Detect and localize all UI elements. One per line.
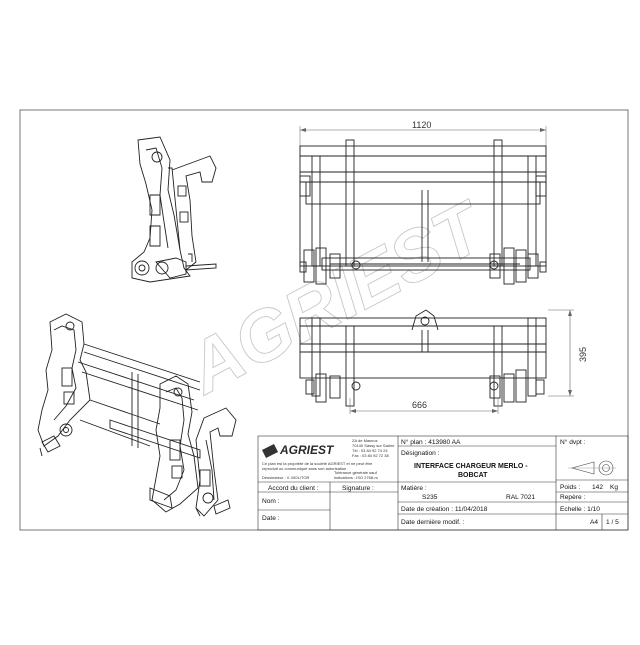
designation-line-2: BOBCAT	[458, 472, 488, 479]
repere-label: Repère :	[560, 494, 585, 501]
address-line-3: Tél : 03 84 92 74 24	[352, 448, 388, 453]
logo-mark-icon	[262, 444, 278, 458]
plan-number: N° plan : 413980 AA	[401, 438, 461, 446]
scale: Echelle : 1/10	[560, 506, 600, 513]
designation-line-1: INTERFACE CHARGEUR MERLO -	[414, 463, 528, 470]
tolerance-line-1: Tolérance générale sauf	[334, 470, 378, 475]
address-line-1: ZA de Masnoz	[352, 438, 378, 443]
top-view	[299, 126, 547, 285]
sheet-number: 1 / 5	[606, 519, 619, 526]
client-signature-label: Signature :	[342, 485, 374, 492]
last-modified: Date dernière modif. :	[401, 519, 465, 526]
client-name-label: Nom :	[262, 498, 280, 505]
format: A4	[590, 519, 598, 526]
address-line-4: Fax : 03 84 92 72 38	[352, 453, 389, 458]
material-label: Matière :	[401, 485, 427, 492]
color-value: RAL 7021	[506, 494, 535, 501]
side-view	[131, 136, 217, 283]
copyright-line-2: reproduit ou communiqué sans son autoris…	[262, 466, 346, 471]
dimension-width-top: 1120	[412, 120, 431, 130]
creation-date: Date de création : 11/04/2018	[401, 506, 488, 513]
copyright-line-1: Ce plan est la propriété de la société A…	[262, 461, 373, 466]
dimension-height-front: 395	[578, 347, 588, 362]
title-block	[257, 435, 629, 531]
weight-value: 142	[592, 484, 603, 491]
weight-unit: Kg	[610, 484, 618, 491]
plan-dvpt-label: N° dvpt :	[560, 438, 586, 446]
client-agreement-label: Accord du client :	[268, 485, 319, 492]
logo-text: AGRIEST	[279, 443, 335, 457]
weight-label: Poids :	[560, 484, 580, 491]
dimension-width-front: 666	[412, 400, 427, 410]
designation-label: Désignation :	[401, 450, 440, 457]
address-line-2: 70140 Sassy sur Saône	[352, 443, 395, 448]
designer: Dessinateur : V. MOLITOR	[262, 475, 309, 480]
isometric-view	[37, 313, 237, 517]
agriest-logo: AGRIEST	[262, 443, 335, 458]
tolerance-line-2: indications : ISO 2768-m	[334, 475, 378, 480]
material-value: S235	[422, 494, 438, 501]
client-date-label: Date :	[262, 515, 280, 522]
front-view	[299, 309, 574, 414]
